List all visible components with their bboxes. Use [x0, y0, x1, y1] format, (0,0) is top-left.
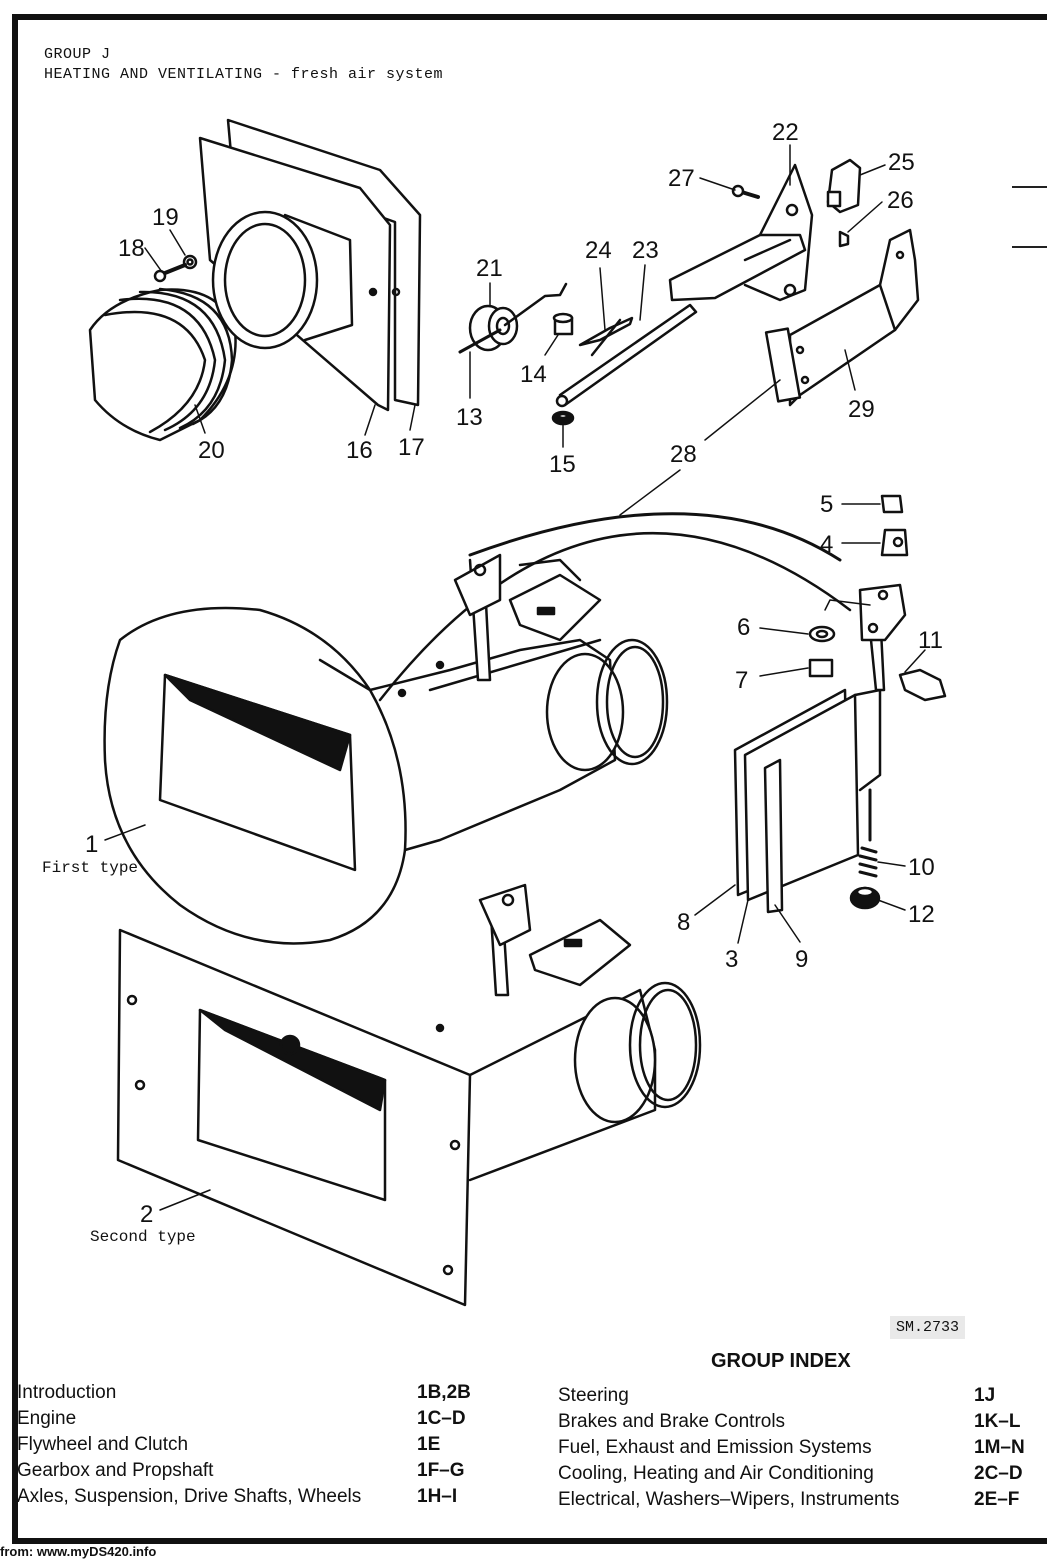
control-cable-outer: [378, 531, 852, 702]
callout-26: 26: [887, 187, 914, 214]
small-screws: [731, 184, 850, 248]
callout-8: 8: [677, 909, 690, 936]
control-cable: [468, 512, 842, 562]
callout-27: 27: [668, 165, 695, 192]
callout-2: 2: [140, 1201, 153, 1228]
callout-24: 24: [585, 237, 612, 264]
callout-22: 22: [772, 119, 799, 146]
callout-5: 5: [820, 491, 833, 518]
callout-9: 9: [795, 946, 808, 973]
callout-11: 11: [918, 627, 943, 654]
trunnion-and-bolt: [808, 494, 947, 702]
page-frame: [12, 14, 1047, 1544]
callout-28: 28: [670, 441, 697, 468]
pivot-nut: [551, 312, 575, 426]
page-title: HEATING AND VENTILATING - fresh air syst…: [44, 66, 444, 83]
cable-grommet: [458, 282, 568, 354]
leader-lines: [104, 144, 926, 1211]
side-rule: [1012, 186, 1047, 188]
callout-29: 29: [848, 396, 875, 423]
callout-25: 25: [888, 149, 915, 176]
callout-15: 15: [549, 451, 576, 478]
side-rule: [1012, 246, 1047, 248]
callout-18: 18: [118, 235, 145, 262]
screw-and-washer: [153, 254, 198, 283]
callout-21: 21: [476, 255, 503, 282]
callout-7: 7: [735, 667, 748, 694]
callout-14: 14: [520, 361, 547, 388]
callout-13: 13: [456, 404, 483, 431]
flexible-duct-hose: [88, 287, 237, 442]
callout-6: 6: [737, 614, 750, 641]
mounting-bracket: [764, 228, 920, 407]
callout-10: 10: [908, 854, 935, 881]
exploded-parts-diagram: 22 27 25 26 19 18 21 24 23 14 13 15 20 1…: [42, 118, 947, 1307]
control-lever-bracket: [668, 163, 814, 302]
callout-23: 23: [632, 237, 659, 264]
spring-and-nut: [849, 846, 881, 910]
callout-16: 16: [346, 437, 373, 464]
group-index-title: GROUP INDEX: [711, 1350, 851, 1372]
callout-1: 1: [85, 831, 98, 858]
vent-housing-first-type: [103, 553, 669, 945]
vent-housing-second-type: [116, 883, 702, 1307]
callout-numbers: 22 27 25 26 19 18 21 24 23 14 13 15 20 1…: [42, 119, 943, 1246]
group-label: GROUP J: [44, 46, 111, 63]
mounting-plate-with-spigot: [198, 136, 401, 412]
operating-rod: [555, 303, 698, 408]
flap-valve-assembly: [733, 583, 907, 914]
callout-19: 19: [152, 204, 179, 231]
callout-20: 20: [198, 437, 225, 464]
callout-17: 17: [398, 434, 425, 461]
control-knob: [826, 158, 862, 214]
figure-reference: SM.2733: [890, 1316, 966, 1339]
caption-second-type: Second type: [90, 1228, 196, 1246]
callout-3: 3: [725, 946, 738, 973]
source-footer: from: www.myDS420.info: [0, 1544, 157, 1559]
caption-first-type: First type: [42, 859, 138, 877]
callout-4: 4: [820, 531, 833, 558]
callout-12: 12: [908, 901, 935, 928]
